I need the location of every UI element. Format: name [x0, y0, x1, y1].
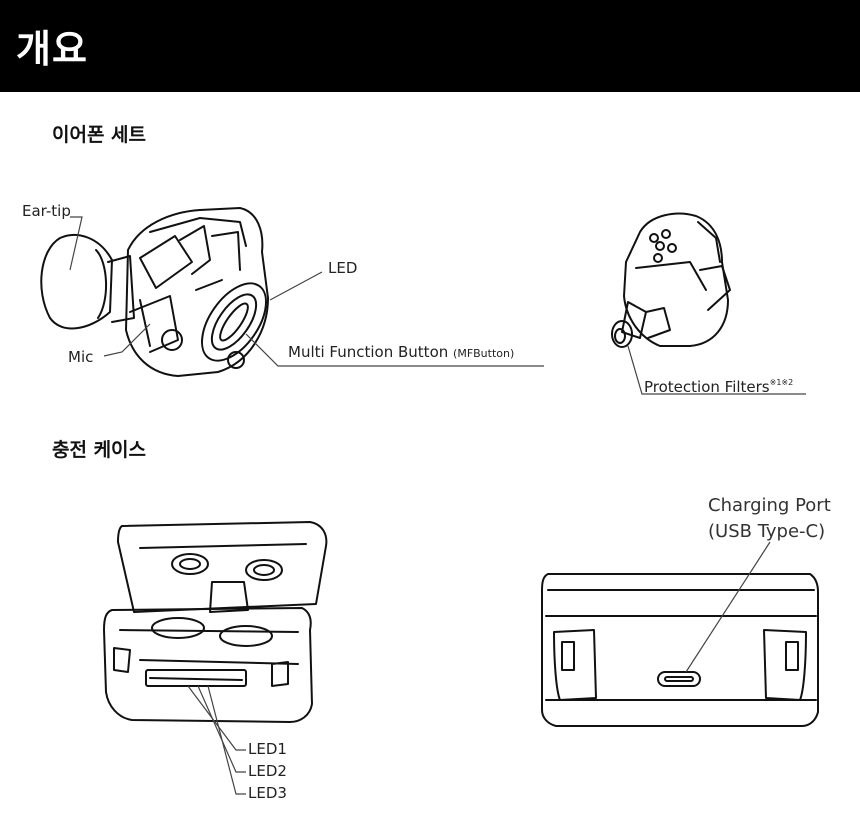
leader-filters	[627, 345, 806, 395]
label-mfb: Multi Function Button (MFButton)	[288, 343, 514, 361]
charging-case-closed-illustration	[541, 573, 819, 727]
charging-case-open-illustration	[103, 521, 328, 723]
earphone-back-illustration	[611, 212, 731, 348]
label-filters-note: ※1※2	[769, 378, 794, 387]
label-led2: LED2	[248, 762, 287, 780]
label-led: LED	[328, 259, 358, 277]
leader-led	[269, 271, 323, 301]
label-ear-tip: Ear-tip	[22, 202, 71, 220]
leader-charging-port	[685, 541, 771, 673]
label-charging-port: Charging Port	[708, 495, 831, 516]
page-title: 개요	[16, 27, 88, 71]
section-title-case: 충전 케이스	[52, 439, 147, 461]
leader-mic	[103, 323, 151, 357]
page-header: 개요	[0, 0, 860, 92]
label-usb-type-c: (USB Type-C)	[708, 521, 826, 542]
label-filters-text: Protection Filters	[644, 378, 770, 396]
leader-mfb	[245, 333, 544, 367]
label-mfb-abbr: (MFButton)	[453, 347, 515, 360]
label-led3: LED3	[248, 784, 287, 802]
leader-led2	[197, 685, 246, 773]
label-mic: Mic	[68, 348, 94, 366]
label-mfb-text: Multi Function Button	[288, 343, 449, 361]
leader-led1	[187, 685, 246, 751]
leader-led3	[207, 685, 246, 795]
label-led1: LED1	[248, 740, 287, 758]
label-protection-filters: Protection Filters※1※2	[644, 378, 793, 396]
earphone-illustration	[40, 207, 269, 377]
leader-ear-tip	[69, 216, 83, 271]
section-title-earphone: 이어폰 세트	[52, 124, 147, 146]
